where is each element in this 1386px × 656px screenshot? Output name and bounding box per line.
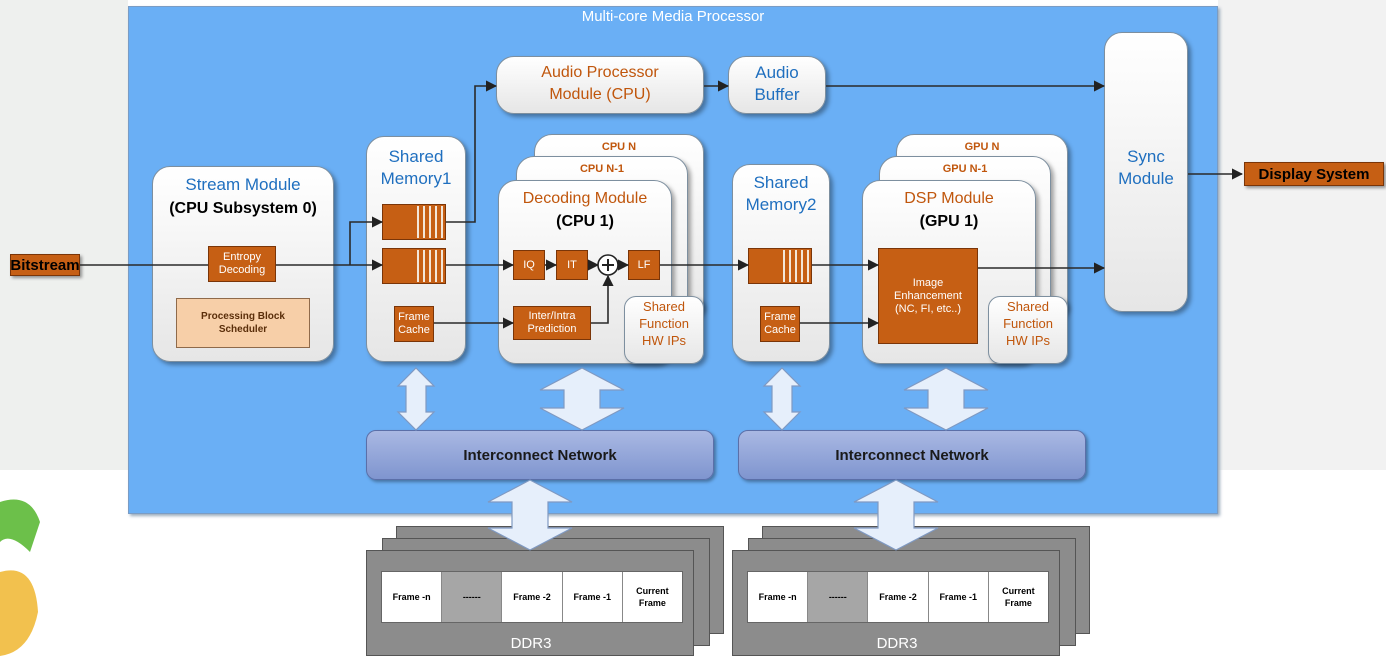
ddr3-memory-1: Frame -n ------ Frame -2 Frame -1 Curren…: [366, 550, 694, 656]
decoding-shared-function: [624, 296, 704, 364]
decoding-module-title: Decoding Module: [522, 190, 648, 207]
ddr3-cell: Frame -n: [748, 572, 809, 622]
ddr3-label-1: DDR3: [510, 635, 552, 652]
ddr3-cell: Frame -1: [929, 572, 989, 622]
leaf-logo-icon: [0, 499, 40, 656]
arrow-entropy-memory1-top: [349, 216, 384, 265]
interconnect-network-1: Interconnect Network: [366, 430, 714, 480]
right-background-strip: [1218, 0, 1386, 470]
ddr3-frames-2: Frame -n ------ Frame -2 Frame -1 Curren…: [747, 571, 1049, 623]
audio-processor-label: Audio Processor Module (CPU): [541, 64, 659, 103]
bus-arrow-decoding-icon: [539, 367, 625, 431]
image-enhancement-block: Image Enhancement (NC, FI, etc..): [878, 248, 978, 344]
shared-memory2-title: Shared Memory2: [745, 173, 817, 214]
dsp-shared-function-label: Shared Function HW IPs: [1003, 299, 1053, 348]
dsp-module-subtitle: (GPU 1): [919, 213, 979, 230]
processing-block-scheduler: Processing Block Scheduler: [176, 298, 310, 348]
sync-module: [1104, 32, 1188, 312]
bitstream-input: Bitstream: [10, 254, 80, 276]
ddr3-label-2: DDR3: [876, 635, 918, 652]
gpu-n-label: GPU N: [964, 141, 1000, 153]
diagram-title: Multi-core Media Processor: [581, 8, 765, 25]
dsp-module-title: DSP Module: [904, 190, 994, 207]
bus-arrow-memory1-icon: [396, 367, 436, 431]
audio-buffer: [728, 56, 826, 114]
ddr3-frames-1: Frame -n ------ Frame -2 Frame -1 Curren…: [381, 571, 683, 623]
arrow-prediction-plus: [591, 274, 614, 324]
sync-module-label: Sync Module: [1118, 147, 1174, 188]
bus-arrow-ddr2-icon: [853, 479, 939, 551]
frame-cache1: Frame Cache: [394, 306, 434, 342]
memory-buffer-stripes: [417, 206, 809, 282]
ddr3-cell: Frame -n: [382, 572, 443, 622]
gpu-n1-label: GPU N-1: [942, 163, 988, 175]
bus-arrow-memory2-icon: [762, 367, 802, 431]
ddr3-cell: Frame -2: [502, 572, 563, 622]
iq-block: IQ: [513, 250, 545, 280]
bus-arrow-dsp-icon: [903, 367, 989, 431]
interconnect-network-2: Interconnect Network: [738, 430, 1086, 480]
adder-icon: [597, 254, 619, 276]
stream-module-title: Stream Module: [185, 175, 301, 194]
ddr3-memory-2: Frame -n ------ Frame -2 Frame -1 Curren…: [732, 550, 1060, 656]
audio-buffer-label: Audio Buffer: [754, 63, 800, 104]
ddr3-cell: Frame -1: [563, 572, 623, 622]
cpu-n1-label: CPU N-1: [579, 163, 624, 175]
inter-intra-prediction-block: Inter/Intra Prediction: [513, 306, 591, 340]
audio-processor-module: [496, 56, 704, 114]
decoding-module-subtitle: (CPU 1): [556, 213, 614, 230]
ddr3-cell: Frame -2: [868, 572, 929, 622]
dsp-shared-function: [988, 296, 1068, 364]
ddr3-cell: Current Frame: [1002, 586, 1035, 608]
ddr3-cell: Current Frame: [636, 586, 669, 608]
display-system-output: Display System: [1244, 162, 1384, 186]
bus-arrow-ddr1-icon: [487, 479, 573, 551]
entropy-decoding-block: Entropy Decoding: [208, 246, 276, 282]
lf-block: LF: [628, 250, 660, 280]
decoding-shared-function-label: Shared Function HW IPs: [639, 299, 689, 348]
left-background-strip: [0, 0, 128, 470]
ddr3-cell: ------: [442, 572, 503, 622]
shared-memory1-title: Shared Memory1: [380, 147, 452, 188]
stream-module-subtitle: (CPU Subsystem 0): [169, 200, 317, 217]
frame-cache2: Frame Cache: [760, 306, 800, 342]
cpu-n-label: CPU N: [601, 141, 637, 153]
ddr3-cell: ------: [808, 572, 869, 622]
arrow-memory1-audio: [446, 80, 498, 223]
